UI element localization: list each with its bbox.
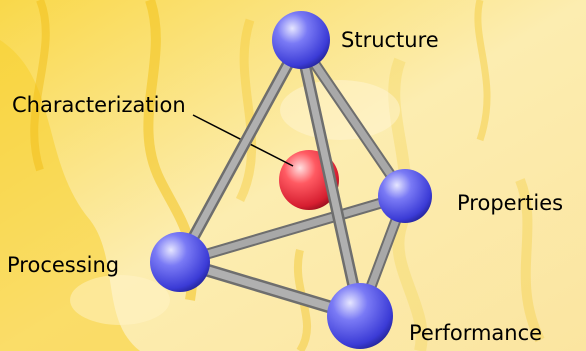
label-performance: Performance	[409, 321, 542, 345]
structure-sphere	[272, 11, 330, 69]
properties-sphere	[378, 169, 432, 223]
label-characterization: Characterization	[12, 93, 186, 117]
label-structure: Structure	[341, 28, 439, 52]
processing-sphere	[150, 232, 210, 292]
label-processing: Processing	[7, 253, 119, 277]
label-properties: Properties	[457, 191, 563, 215]
performance-sphere	[327, 283, 393, 349]
tetrahedron-edges-front	[173, 36, 367, 323]
